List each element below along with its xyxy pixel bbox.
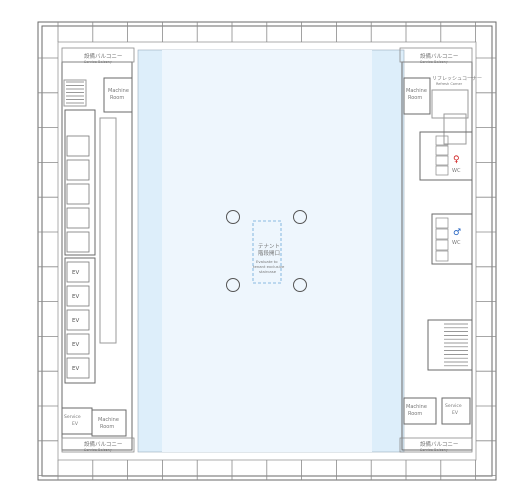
tenant-label-en-1: Evaluate to — [256, 259, 278, 264]
elevator-car — [66, 333, 90, 355]
left-core — [61, 61, 133, 451]
elevator-car — [66, 261, 90, 283]
label-balcony-bl: 設備バルコニー — [84, 440, 122, 448]
wc-stall — [435, 239, 449, 251]
elevator-car — [66, 159, 90, 181]
tenant-label-en-2: tenant exclusive — [253, 264, 285, 269]
office-floor-inner — [162, 50, 372, 452]
right-core — [401, 61, 473, 451]
wc-stall — [435, 145, 449, 156]
tenant-label-jp-1: テナント — [258, 243, 280, 250]
stair-left — [66, 81, 84, 104]
wc-stall — [435, 165, 449, 176]
stair-right — [444, 323, 468, 367]
label-balcony-br-en: Service Balcony — [420, 448, 448, 452]
label-machine-room-bl-2: Room — [100, 424, 114, 430]
elevator-bank-lower — [66, 261, 90, 379]
ev-label: EV — [72, 366, 79, 372]
label-machine-room-br-1: Machine — [406, 404, 427, 410]
elevator-car — [66, 231, 90, 253]
elevator-car — [66, 357, 90, 379]
label-service-ev-br-1: Service — [445, 403, 462, 409]
label-balcony-tr: 設備バルコニー — [420, 52, 458, 60]
column-grid — [38, 22, 496, 480]
elevator-car — [66, 135, 90, 157]
label-wc-male: WC — [452, 240, 461, 246]
label-service-ev-bl-2: EV — [72, 421, 79, 427]
ev-label: EV — [72, 294, 79, 300]
label-machine-room-br-2: Room — [408, 411, 422, 417]
label-machine-room-bl-1: Machine — [98, 417, 119, 423]
columns — [226, 210, 307, 292]
label-machine-room-tl-2: Room — [110, 95, 124, 101]
female-icon: ♀ — [453, 155, 460, 165]
label-service-ev-bl-1: Service — [64, 414, 81, 420]
wc-stall — [435, 217, 449, 229]
label-machine-room-tr-2: Room — [408, 95, 422, 101]
label-balcony-br: 設備バルコニー — [420, 440, 458, 448]
wc-stall — [435, 135, 449, 146]
label-balcony-bl-en: Service Balcony — [84, 448, 112, 452]
elevator-car — [66, 309, 90, 331]
ev-label: EV — [72, 342, 79, 348]
label-refresh-corner: リフレッシュコーナー — [432, 76, 482, 82]
label-machine-room-tl-1: Machine — [108, 88, 129, 94]
balcony-frames — [61, 47, 473, 453]
label-machine-room-tr-1: Machine — [406, 88, 427, 94]
ev-label: EV — [72, 270, 79, 276]
label-balcony-tl-en: Service Balcony — [84, 60, 112, 64]
ev-labels: EV EV EV EV EV — [72, 270, 79, 372]
label-balcony-tr-en: Service Balcony — [420, 60, 448, 64]
tenant-label-en-3: staircase — [259, 269, 277, 274]
label-balcony-tl: 設備バルコニー — [84, 52, 122, 60]
wc-stall — [435, 250, 449, 262]
wc-stall — [435, 228, 449, 240]
restroom-stalls — [435, 135, 449, 262]
male-icon: ♂ — [453, 228, 461, 238]
label-wc-female: WC — [452, 168, 461, 174]
ev-label: EV — [72, 318, 79, 324]
tenant-label-jp-2: 階段開口 — [258, 249, 280, 257]
elevator-car — [66, 207, 90, 229]
elevator-car — [66, 285, 90, 307]
wc-stall — [435, 155, 449, 166]
label-service-ev-br-2: EV — [452, 410, 459, 416]
elevator-car — [66, 183, 90, 205]
label-refresh-corner-en: Refresh Corner — [436, 82, 463, 86]
elevator-bank-upper — [66, 135, 90, 253]
